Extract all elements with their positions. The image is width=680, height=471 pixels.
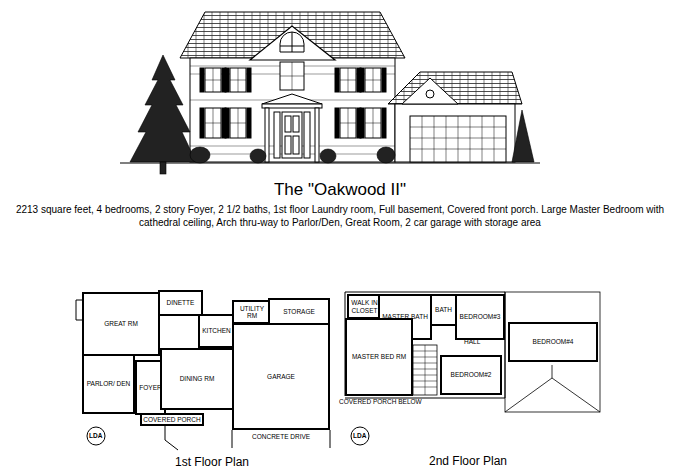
plan-heading: 1st Floor Plan: [175, 456, 249, 469]
room-name: GREAT RM: [103, 320, 139, 327]
title: The "Oakwood II": [0, 180, 680, 200]
room-name: WALK IN CLOSET: [349, 299, 380, 313]
room-name: UTILITY RM: [234, 305, 270, 319]
plan-heading: 2nd Floor Plan: [429, 455, 507, 468]
room-name: DINING RM: [179, 375, 216, 382]
room: COVERED PORCH: [140, 413, 204, 426]
room-name: BEDROOM#3: [459, 313, 502, 320]
plan-note: HALL: [464, 338, 480, 345]
room-name: BEDROOM#4: [532, 338, 575, 345]
room: GREAT RM: [82, 292, 160, 356]
room: BEDROOM#3: [455, 294, 505, 340]
caption: 2213 square feet, 4 bedrooms, 2 story Fo…: [4, 203, 676, 229]
room: DINETTE: [158, 290, 203, 316]
room-name: STORAGE: [282, 308, 316, 315]
room-name: DINETTE: [166, 299, 196, 306]
logo-text: LDA: [353, 432, 366, 439]
room: BEDROOM#2: [440, 355, 502, 395]
room-name: PARLOR/ DEN: [86, 380, 132, 387]
logo-text: LDA: [89, 432, 102, 439]
room: KITCHEN: [198, 314, 235, 348]
room-name: KITCHEN: [201, 327, 232, 334]
room-name: GARAGE: [266, 373, 296, 380]
room: UTILITY RM: [232, 300, 272, 324]
room: PARLOR/ DEN: [82, 354, 135, 414]
room-name: COVERED PORCH: [142, 416, 201, 423]
room: MASTER BED RM: [345, 318, 413, 396]
plan-note: COVERED PORCH BELOW: [339, 398, 422, 405]
room-name: BATH: [434, 306, 453, 313]
room: GARAGE: [232, 323, 330, 430]
room: BEDROOM#4: [508, 322, 598, 362]
room: STORAGE: [268, 298, 330, 325]
room: WALK IN CLOSET: [347, 294, 382, 319]
room: BATH: [430, 294, 457, 326]
room-name: BEDROOM#2: [450, 371, 493, 378]
room: DINING RM: [160, 348, 234, 410]
plan-note: CONCRETE DRIVE: [252, 433, 310, 440]
room-name: MASTER BED RM: [351, 353, 407, 360]
